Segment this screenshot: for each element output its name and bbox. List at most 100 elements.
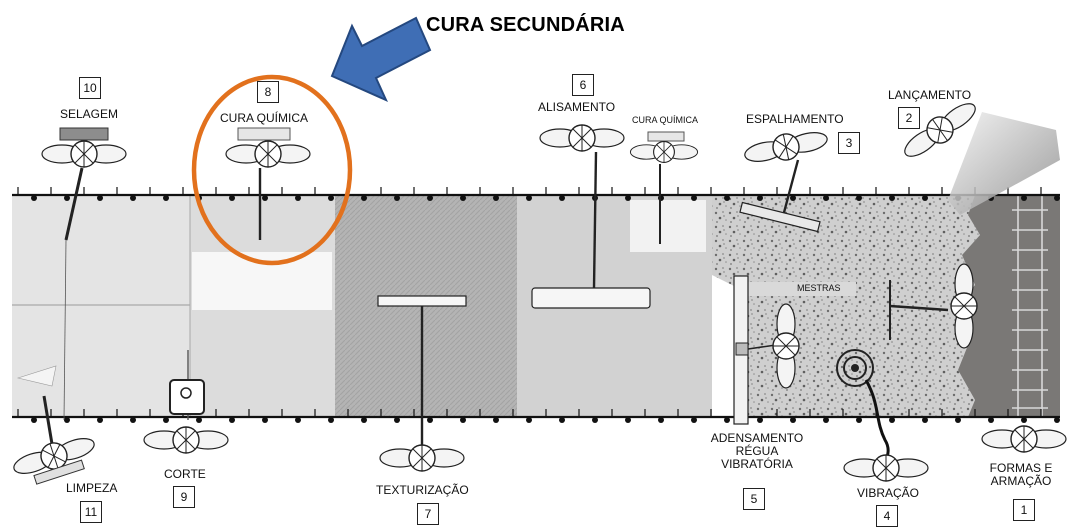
rail-dot: [559, 417, 565, 423]
rail-dot: [262, 417, 268, 423]
rail-dot: [889, 195, 895, 201]
rail-dot: [427, 195, 433, 201]
step-2-label: LANÇAMENTO: [888, 88, 972, 102]
rail-dot: [625, 195, 631, 201]
step-5-number: 5: [743, 488, 765, 510]
rail-dot: [955, 417, 961, 423]
rail-dot: [97, 417, 103, 423]
rail-dot: [922, 417, 928, 423]
blower-tank: [33, 459, 85, 485]
rail-dot: [460, 417, 466, 423]
step-5-label-line2: RÉGUA: [735, 444, 779, 458]
small-sprayer-pack: [647, 131, 685, 142]
saw-blade: [180, 387, 192, 399]
rail-dot: [1054, 195, 1060, 201]
saw-machine: [169, 379, 205, 415]
selagem-cable: [63, 239, 67, 421]
rail-dot: [130, 417, 136, 423]
rail-dot: [394, 195, 400, 201]
rail-dot: [856, 417, 862, 423]
rail-dot: [922, 195, 928, 201]
step-7-label: TEXTURIZAÇÃO: [376, 483, 469, 497]
step-5-label-line3: VIBRATÓRIA: [721, 457, 793, 471]
rail-dot: [493, 417, 499, 423]
step-4-number: 4: [876, 505, 898, 527]
rail-dot: [592, 417, 598, 423]
rail-dot: [658, 417, 664, 423]
rail-dot: [790, 417, 796, 423]
blower-cone: [16, 365, 57, 387]
step-10-label: SELAGEM: [60, 107, 119, 121]
rail-dot: [757, 195, 763, 201]
rail-dot: [559, 195, 565, 201]
cura-quimica-highlight: [191, 74, 353, 266]
rail-dot: [493, 195, 499, 201]
rail-dot: [724, 195, 730, 201]
blower-handle: [42, 395, 54, 445]
step-1-label-line1: FORMAS E: [989, 461, 1053, 475]
rail-dot: [823, 417, 829, 423]
step-11-number: 11: [80, 501, 102, 523]
step-2-number: 2: [898, 107, 920, 129]
step-8-number: 8: [257, 81, 279, 103]
rake-head: [739, 201, 821, 233]
selagem-machine: [59, 127, 109, 141]
rail-dot: [64, 195, 70, 201]
vibration-ring-mid: [843, 356, 867, 380]
step-9-number: 9: [173, 486, 195, 508]
rail-dot: [889, 417, 895, 423]
rail-dot: [361, 195, 367, 201]
step-1-number: 1: [1013, 499, 1035, 521]
concrete-chute-beam: [948, 112, 1060, 215]
vibration-ring-inner: [851, 364, 859, 372]
rail-dot: [988, 417, 994, 423]
mestras-label: MESTRAS: [797, 283, 841, 293]
rail-dot: [1054, 417, 1060, 423]
step-10-number: 10: [79, 77, 101, 99]
rail-dot: [31, 417, 37, 423]
rail-dot: [196, 417, 202, 423]
step-3-label: ESPALHAMENTO: [746, 112, 844, 126]
rail-dot: [460, 195, 466, 201]
step-9-label: CORTE: [164, 467, 206, 481]
rail-dot: [262, 195, 268, 201]
step-11-label: LIMPEZA: [66, 481, 118, 495]
rail-dot: [394, 417, 400, 423]
mestras-guide: [746, 282, 856, 296]
rail-dot: [790, 195, 796, 201]
cura-quimica-small-label: CURA QUÍMICA: [632, 115, 699, 125]
rail-dot: [229, 417, 235, 423]
step-8-label: CURA QUÍMICA: [220, 111, 309, 125]
step-5-label-line1: ADENSAMENTO: [710, 431, 804, 445]
rail-dot: [526, 195, 532, 201]
rebar-ladder: [1012, 195, 1048, 417]
step-1-label: FORMAS E ARMAÇÃO: [980, 462, 1062, 488]
rail-dot: [625, 417, 631, 423]
rail-dot: [97, 195, 103, 201]
sprayer-pack: [237, 127, 291, 141]
step-6-label: ALISAMENTO: [538, 100, 616, 114]
rail-dot: [163, 417, 169, 423]
step-4-label: VIBRAÇÃO: [857, 486, 920, 500]
rail-dot: [229, 195, 235, 201]
selagem-handle: [64, 167, 84, 241]
rake-handle: [780, 159, 800, 221]
bull-float: [531, 287, 651, 309]
rail-dot: [691, 195, 697, 201]
rail-dot: [295, 417, 301, 423]
step-1-label-line2: ARMAÇÃO: [990, 474, 1052, 488]
rail-dot: [1021, 195, 1027, 201]
rail-dot: [31, 195, 37, 201]
step-5-label: ADENSAMENTO RÉGUA VIBRATÓRIA: [700, 432, 814, 471]
rail-dot: [757, 417, 763, 423]
rod-handle: [889, 304, 949, 312]
float-handle: [592, 151, 598, 289]
rail-dot: [856, 195, 862, 201]
rail-dot: [328, 195, 334, 201]
rail-dot: [130, 195, 136, 201]
rail-ticks: [17, 187, 1060, 423]
rail-dot: [823, 195, 829, 201]
cura-secundaria-arrow: [330, 16, 432, 102]
